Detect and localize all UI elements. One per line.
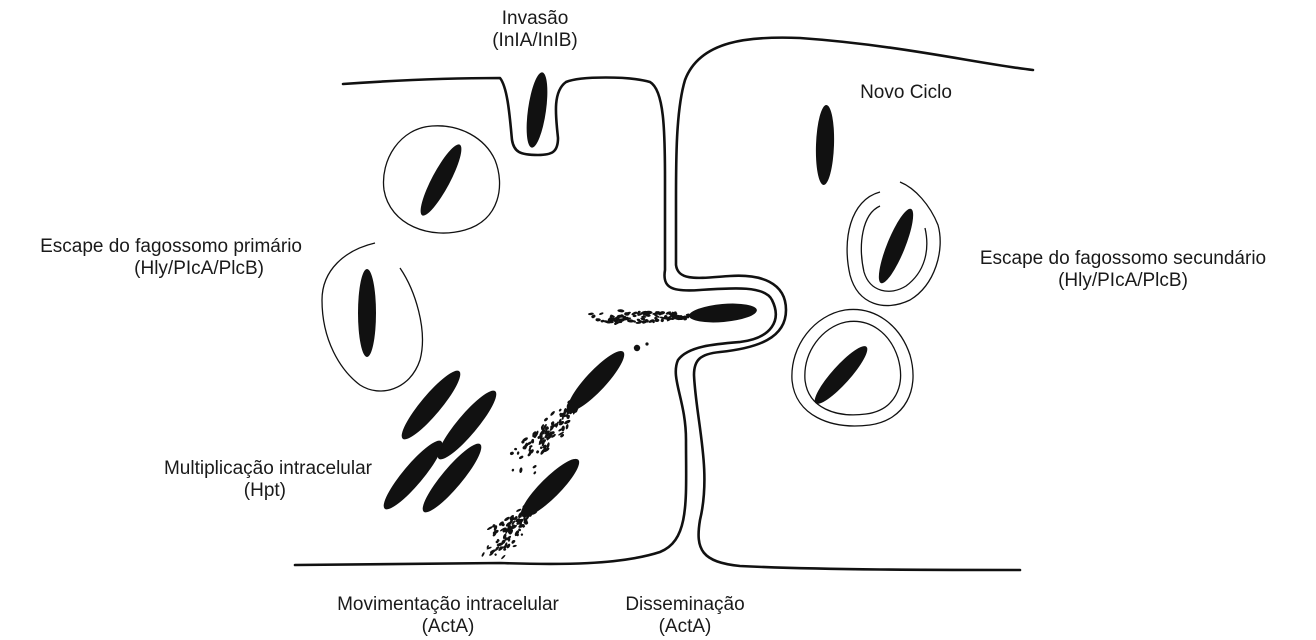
actin-filament (540, 446, 543, 449)
escape-primary-genes: (Hly/PIcA/PlcB) (4, 258, 302, 280)
multiplication-title: Multiplicação intracelular (108, 458, 372, 480)
actin-filament (512, 544, 517, 547)
escape-secondary-genes: (Hly/PIcA/PlcB) (938, 270, 1308, 292)
actin-filament (565, 424, 569, 430)
moving-bacterium-lower (515, 453, 586, 524)
invasion-title: Invasão (470, 8, 600, 30)
actin-filament (532, 464, 537, 468)
actin-filament (511, 468, 514, 471)
actin-filament (520, 533, 523, 536)
actin-filament (519, 467, 523, 473)
actin-filament (533, 471, 537, 475)
actin-filament (617, 309, 624, 313)
label-new-cycle: Novo Ciclo (846, 82, 966, 104)
actin-filament (504, 516, 511, 522)
label-movement: Movimentação intracelular (ActA) (300, 594, 596, 638)
actin-filament (481, 552, 485, 557)
escape-secondary-title: Escape do fagossomo secundário (938, 248, 1308, 270)
new-cycle-bacterium (815, 105, 836, 186)
label-escape-primary: Escape do fagossomo primário (Hly/PIcA/P… (4, 236, 302, 280)
invading-bacterium (523, 71, 551, 149)
escaping-bacterium-primary (358, 269, 376, 357)
actin-filament (509, 451, 514, 455)
actin-filament (543, 417, 548, 422)
multiplication-genes: (Hpt) (108, 480, 372, 502)
actin-filament (550, 410, 556, 416)
bacterium-in-protrusion (688, 301, 757, 325)
movement-title: Movimentação intracelular (300, 594, 596, 616)
actin-filament (518, 455, 523, 460)
actin-filament (536, 450, 540, 454)
actin-filament (517, 451, 520, 455)
escaping-bacterium-secondary (873, 206, 920, 287)
actin-filament (501, 554, 506, 559)
actin-dot (634, 345, 640, 351)
escape-primary-title: Escape do fagossomo primário (4, 236, 302, 258)
label-multiplication: Multiplicação intracelular (Hpt) (108, 458, 372, 502)
invasion-genes: (InIA/InIB) (470, 30, 600, 52)
actin-filament (558, 408, 562, 412)
actin-tail-protrusion (588, 309, 690, 325)
actin-filament (561, 425, 565, 431)
dissemination-title: Disseminação (600, 594, 770, 616)
actin-dot-small (645, 342, 648, 345)
actin-filament (596, 318, 601, 321)
actin-filament (599, 312, 604, 315)
label-dissemination: Disseminação (ActA) (600, 594, 770, 638)
bacterium-in-secondary-phagosome (809, 341, 873, 410)
label-invasion: Invasão (InIA/InIB) (470, 8, 600, 52)
movement-genes: (ActA) (300, 616, 596, 638)
actin-filament (546, 442, 550, 449)
moving-bacterium-upper (561, 345, 630, 417)
actin-filament (494, 553, 497, 556)
label-escape-secondary: Escape do fagossomo secundário (Hly/PIcA… (938, 248, 1308, 292)
actin-filament (516, 508, 522, 513)
actin-filament (600, 320, 604, 323)
dissemination-genes: (ActA) (600, 616, 770, 638)
actin-filament (514, 448, 517, 451)
bacterium-in-phagosome-upper (414, 140, 467, 219)
new-cycle-title: Novo Ciclo (846, 82, 966, 104)
